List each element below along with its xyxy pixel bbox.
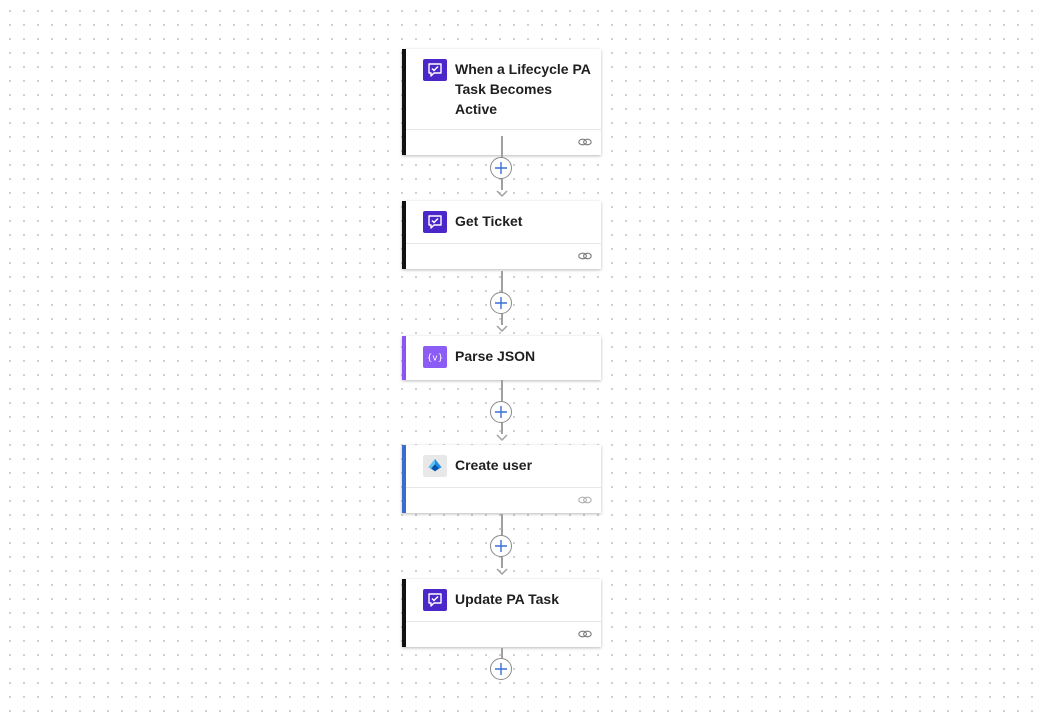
step-title: When a Lifecycle PA Task Becomes Active [455, 61, 591, 117]
arrow-down-icon [496, 568, 508, 576]
add-step-button[interactable] [490, 401, 512, 423]
step-footer [406, 487, 601, 513]
flow-step-parse-json[interactable]: {v} Parse JSON [402, 336, 601, 380]
add-step-button[interactable] [490, 658, 512, 680]
add-step-button[interactable] [490, 292, 512, 314]
plus-icon [495, 663, 507, 675]
approval-task-icon [423, 589, 447, 611]
plus-icon [495, 297, 507, 309]
add-step-button[interactable] [490, 535, 512, 557]
step-title: Get Ticket [455, 213, 523, 229]
plus-icon [495, 162, 507, 174]
step-title: Parse JSON [455, 348, 536, 364]
connector-line [501, 648, 503, 660]
link-icon[interactable] [578, 137, 592, 147]
step-title: Update PA Task [455, 591, 559, 607]
plus-icon [495, 406, 507, 418]
link-icon[interactable] [578, 251, 592, 261]
step-header: {v} Parse JSON [406, 336, 601, 378]
approval-task-icon [423, 211, 447, 233]
arrow-down-icon [496, 325, 508, 333]
step-title: Create user [455, 457, 533, 473]
step-footer [406, 621, 601, 647]
approval-task-icon [423, 59, 447, 81]
flow-step-update-pa-task[interactable]: Update PA Task [402, 579, 601, 647]
step-footer [406, 129, 601, 155]
step-header: Update PA Task [406, 579, 601, 621]
flow-step-create-user[interactable]: Create user [402, 445, 601, 513]
step-header: When a Lifecycle PA Task Becomes Active [406, 49, 601, 129]
svg-text:{v}: {v} [427, 354, 443, 364]
step-header: Get Ticket [406, 201, 601, 243]
step-header: Create user [406, 445, 601, 487]
link-icon[interactable] [578, 495, 592, 505]
step-footer [406, 243, 601, 269]
add-step-button[interactable] [490, 157, 512, 179]
flow-step-get-ticket[interactable]: Get Ticket [402, 201, 601, 269]
arrow-down-icon [496, 190, 508, 198]
arrow-down-icon [496, 434, 508, 442]
plus-icon [495, 540, 507, 552]
link-icon[interactable] [578, 629, 592, 639]
parse-json-icon: {v} [423, 346, 447, 368]
entra-id-icon [423, 455, 447, 477]
